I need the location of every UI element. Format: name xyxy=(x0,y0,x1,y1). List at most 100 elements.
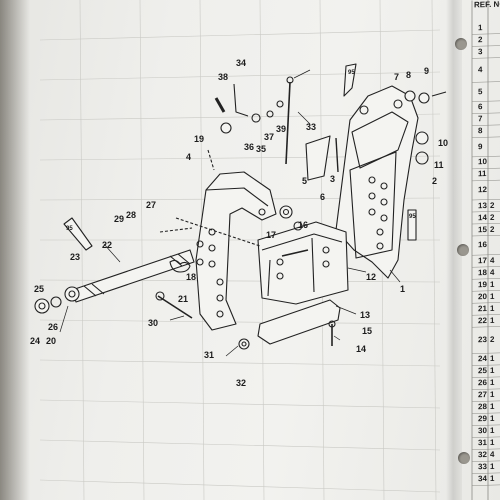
table-ref-cell: 8 xyxy=(478,126,483,136)
part-callout: 9 xyxy=(424,66,430,76)
table-header: REF. NO. xyxy=(474,0,500,10)
part-callout: 17 xyxy=(266,230,277,240)
table-qty-cell: 4 xyxy=(490,255,495,265)
table-ref-cell: 27 xyxy=(478,390,487,400)
clamp-bracket xyxy=(257,221,349,305)
grease-tube-label: 95 xyxy=(348,70,355,76)
page-edge-shadow xyxy=(0,0,30,500)
part-callout: 12 xyxy=(366,272,377,282)
table-ref-cell: 24 xyxy=(478,354,487,364)
table-qty-cell: 1 xyxy=(490,402,495,412)
table-ref-cell: 16 xyxy=(478,240,487,250)
table-ref-cell: 34 xyxy=(478,474,487,484)
table-ref-cell: 18 xyxy=(478,267,487,278)
table-ref-cell: 11 xyxy=(478,169,487,179)
part-callout: 25 xyxy=(34,284,45,294)
table-ref-cell: 29 xyxy=(478,414,487,424)
part-callout: 35 xyxy=(256,144,267,154)
table-ref-cell: 28 xyxy=(478,402,487,412)
table-ref-cell: 20 xyxy=(478,291,487,302)
part-callout: 4 xyxy=(186,152,192,162)
table-grid xyxy=(471,0,500,500)
table-qty-cell: 1 xyxy=(490,414,495,424)
table-ref-cell: 26 xyxy=(478,378,487,388)
part-callout: 22 xyxy=(102,240,113,250)
table-ref-cell: 23 xyxy=(478,335,487,345)
part-callout: 19 xyxy=(194,134,205,144)
part-callout: 8 xyxy=(406,70,412,80)
table-ref-cell: 22 xyxy=(478,315,487,326)
part-callout: 11 xyxy=(434,160,444,170)
part-callout: 7 xyxy=(394,72,400,82)
table-qty-cell: 1 xyxy=(490,426,495,436)
table-qty-cell: 1 xyxy=(490,438,495,448)
table-qty-cell: 1 xyxy=(490,378,495,388)
table-qty-cell: 4 xyxy=(490,267,495,277)
part-callout: 39 xyxy=(276,124,287,134)
grease-tube-label: 95 xyxy=(409,214,416,220)
grease-tube-label: 95 xyxy=(66,226,73,232)
table-ref-cell: 9 xyxy=(478,141,483,152)
part-callout: 32 xyxy=(236,378,247,388)
part-callout: 1 xyxy=(400,284,406,294)
part-callout: 2 xyxy=(432,176,438,186)
part-callout: 26 xyxy=(48,322,59,332)
table-qty-cell: 2 xyxy=(490,200,495,210)
table-ref-cell: 30 xyxy=(478,426,487,436)
table-ref-cell: 31 xyxy=(478,438,487,448)
table-ref-cell: 12 xyxy=(478,185,487,195)
table-ref-cell: 21 xyxy=(478,303,487,314)
part-callout: 38 xyxy=(218,72,229,82)
table-ref-cell: 15 xyxy=(478,224,487,234)
part-callout: 5 xyxy=(302,176,308,186)
binder-hole xyxy=(455,38,467,50)
table-ref-cell: 13 xyxy=(478,200,487,210)
part-callout: 21 xyxy=(178,294,189,304)
tilt-tube xyxy=(71,249,195,303)
table-ref-cell: 6 xyxy=(478,102,483,112)
page-fold xyxy=(446,0,462,500)
transom-bracket xyxy=(195,171,277,331)
table-qty-cell: 1 xyxy=(490,291,495,301)
part-callout: 13 xyxy=(360,310,371,320)
table-qty-cell: 4 xyxy=(490,450,495,460)
table-ref-cell: 25 xyxy=(478,366,487,376)
part-callout: 36 xyxy=(244,142,255,152)
table-ref-cell: 2 xyxy=(478,35,483,45)
table-qty-cell: 1 xyxy=(490,390,495,400)
part-callout: 16 xyxy=(298,220,309,230)
binder-hole xyxy=(457,244,469,256)
table-qty-cell: 1 xyxy=(490,303,495,313)
table-ref-cell: 4 xyxy=(478,65,483,75)
table-ref-cell: 1 xyxy=(478,23,483,33)
part-callout: 27 xyxy=(146,200,157,210)
table-ref-cell: 7 xyxy=(478,114,483,124)
table-ref-cell: 14 xyxy=(478,212,487,222)
table-ref-cell: 3 xyxy=(478,47,483,57)
part-callout: 28 xyxy=(126,210,137,220)
table-qty-cell: 1 xyxy=(490,315,495,325)
part-callout: 31 xyxy=(204,350,215,360)
table-qty-cell: 2 xyxy=(490,212,495,222)
part-callout: 37 xyxy=(264,132,275,142)
table-qty-cell: 1 xyxy=(490,366,495,376)
part-callout: 15 xyxy=(362,326,373,336)
table-ref-cell: 10 xyxy=(478,157,487,167)
part-callout: 20 xyxy=(46,336,57,346)
part-callout: 10 xyxy=(438,138,449,148)
table-ref-cell: 33 xyxy=(478,462,487,472)
part-callout: 29 xyxy=(114,214,125,224)
part-callout: 6 xyxy=(320,192,326,202)
table-ref-cell: 19 xyxy=(478,279,487,290)
part-callout: 18 xyxy=(186,272,197,282)
part-callout: 3 xyxy=(330,174,336,184)
table-ref-cell: 5 xyxy=(478,86,483,96)
table-ref-cell: 17 xyxy=(478,255,487,266)
table-qty-cell: 1 xyxy=(490,462,495,472)
part-callout: 14 xyxy=(356,344,367,354)
table-qty-cell: 1 xyxy=(490,354,495,364)
part-callout: 23 xyxy=(70,252,81,262)
